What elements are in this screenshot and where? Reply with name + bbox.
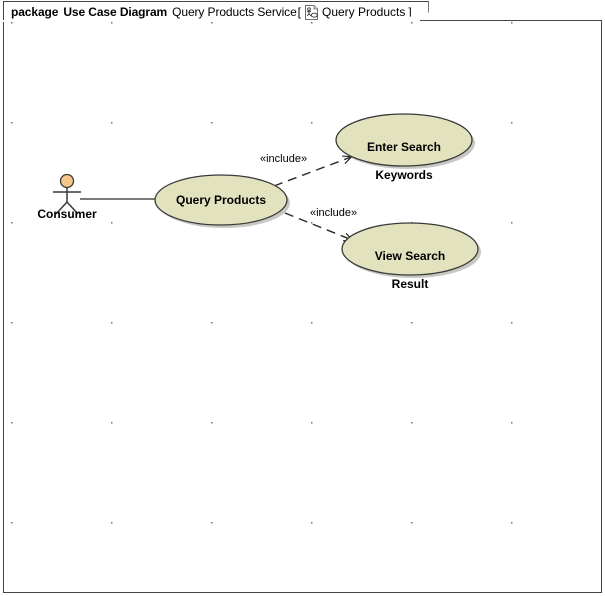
package-keyword: package: [11, 5, 59, 19]
connector-include-view-search-result[interactable]: [284, 212, 354, 242]
use-case-label-line-1: View Search: [374, 249, 446, 263]
use-case-label-view-search-result: View Search Result: [346, 235, 474, 291]
bracket-close: ]: [408, 5, 412, 19]
package-tab-underline: [3, 20, 420, 22]
use-case-diagram-icon[interactable]: [304, 4, 319, 20]
actor-label-consumer: Consumer: [37, 207, 97, 221]
use-case-label-line-1: Enter Search: [366, 140, 442, 154]
package-diagram-kind: Use Case Diagram: [63, 5, 168, 19]
use-case-query-products[interactable]: [154, 174, 288, 226]
use-case-label-enter-search-keywords: Enter Search Keywords: [340, 126, 468, 182]
connector-include-enter-search-keywords[interactable]: [273, 155, 353, 187]
package-name: Query Products Service: [172, 5, 297, 19]
use-case-enter-search-keywords[interactable]: [335, 113, 473, 167]
canvas-grid-major: [4, 21, 601, 592]
edge-label-include-enter-search-keywords: «include»: [260, 153, 308, 165]
use-case-label-line-2: Result: [391, 277, 429, 291]
bracket-open: [: [297, 5, 301, 19]
use-case-label-line-2: Keywords: [375, 168, 433, 182]
package-diagram-name: Query Products: [322, 5, 406, 19]
actor-consumer[interactable]: [53, 173, 81, 215]
edge-label-include-view-search-result: «include»: [310, 207, 358, 219]
package-frame: [3, 20, 602, 593]
use-case-view-search-result[interactable]: [341, 222, 479, 276]
package-header-tab[interactable]: package Use Case Diagram Query Products …: [3, 1, 429, 22]
use-case-label-query-products: Query Products: [175, 193, 267, 207]
